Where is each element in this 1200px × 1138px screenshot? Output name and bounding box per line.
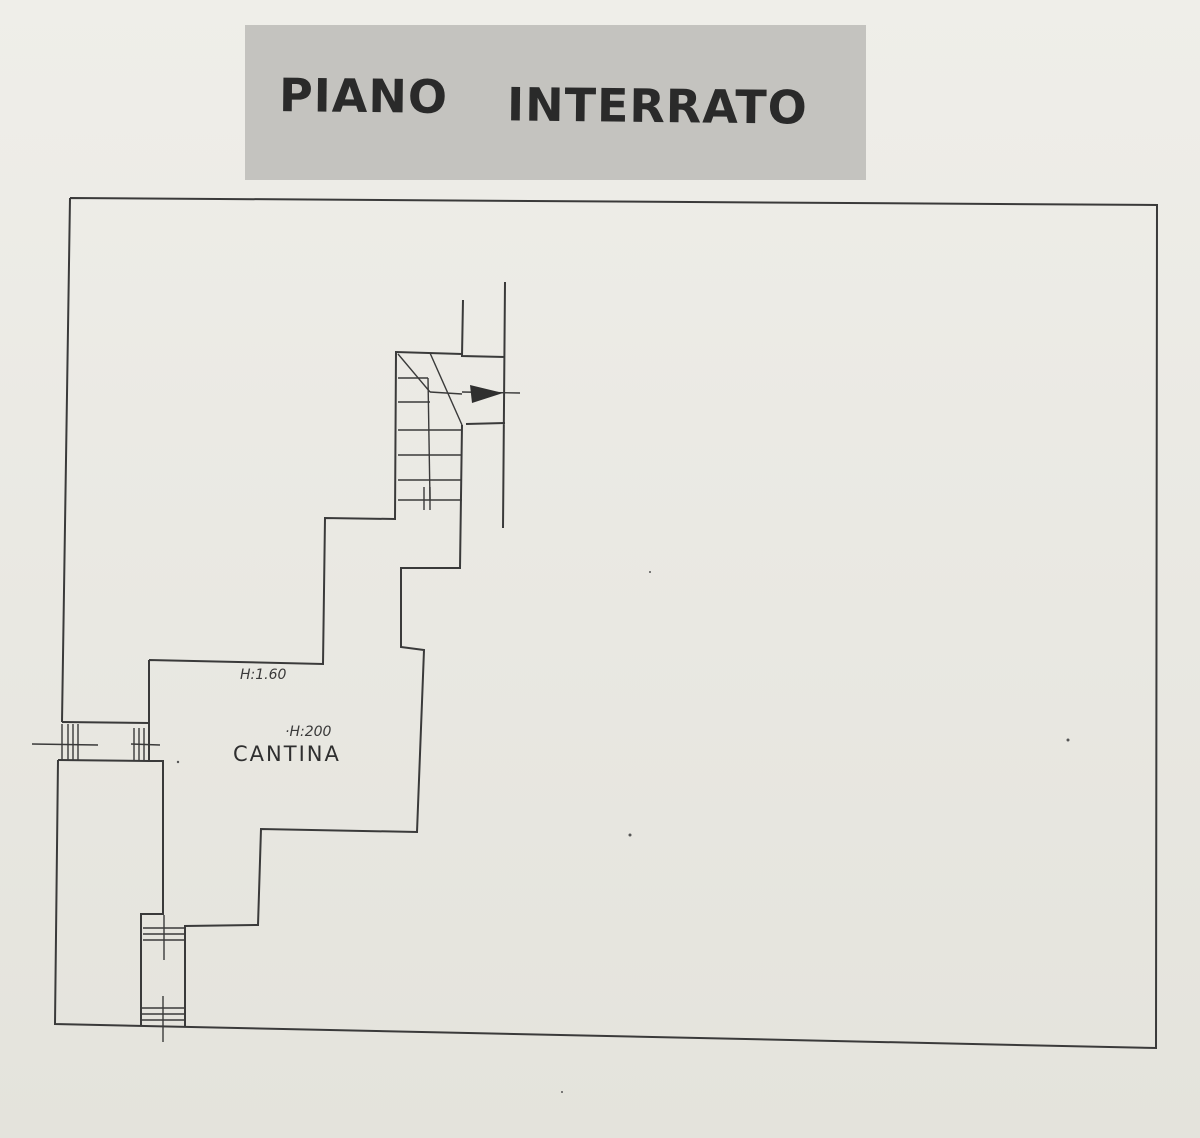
- stair-direction-arrow-icon: [470, 385, 503, 403]
- property-boundary: [53, 197, 1159, 1050]
- height-label-stair: H:1.60: [240, 667, 287, 683]
- room-label-cantina: CANTINA: [233, 742, 341, 766]
- door-left: [31, 724, 161, 760]
- height-label-room: ·H:200: [285, 724, 332, 740]
- paper-specks: [176, 571, 1070, 1093]
- corridor-wall: [57, 721, 150, 762]
- cantina-wall: [140, 350, 463, 1026]
- title-banner: PIANO INTERRATO: [245, 25, 866, 180]
- stair-shaft-wall: [460, 281, 506, 529]
- staircase: [397, 352, 521, 510]
- door-bottom: [141, 915, 185, 1042]
